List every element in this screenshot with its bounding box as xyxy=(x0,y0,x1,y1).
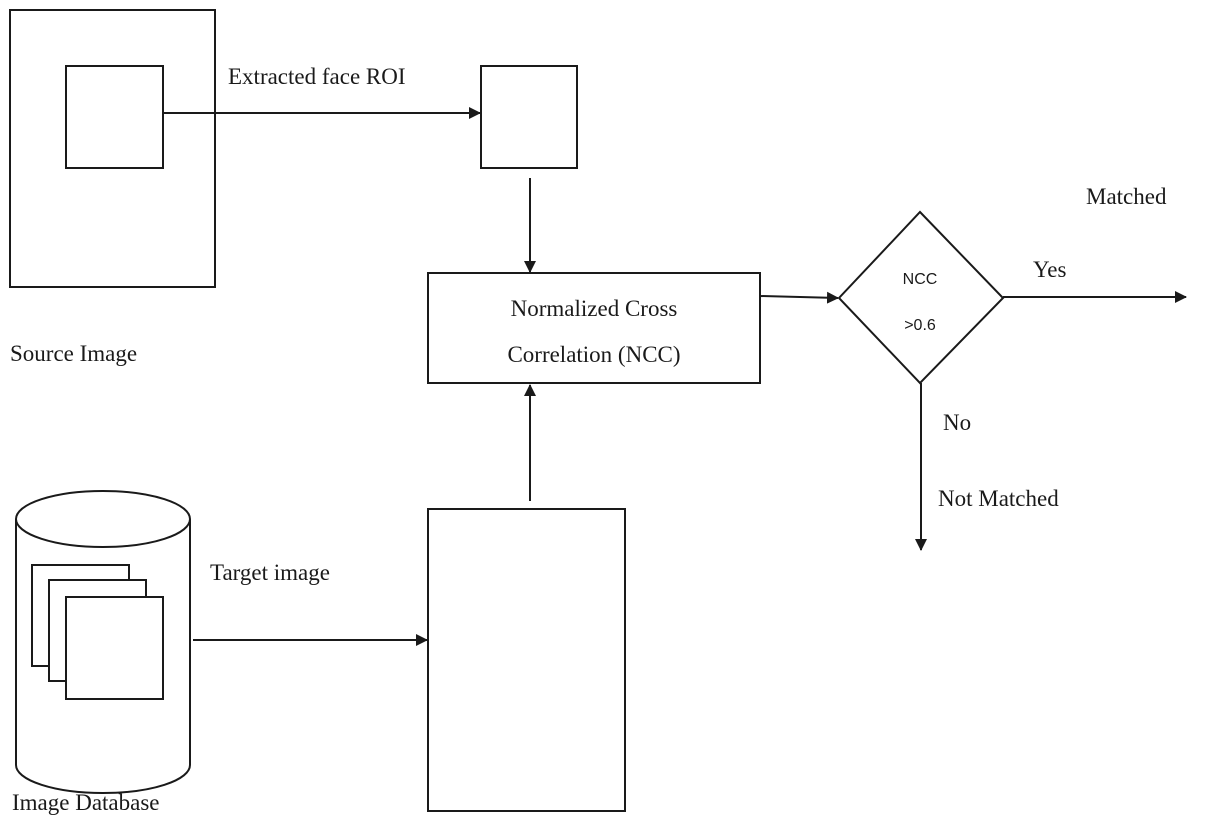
database-image-card-3 xyxy=(65,596,164,700)
ncc-to-decision-arrow xyxy=(759,291,839,304)
decision-label-line1: NCC xyxy=(903,271,938,288)
no-label: No xyxy=(943,410,971,435)
face-roi-box xyxy=(65,65,164,169)
target-image-label: Target image xyxy=(210,560,330,585)
yes-label: Yes xyxy=(1033,257,1067,282)
ncc-label-line1: Normalized Cross xyxy=(511,296,678,321)
matched-label: Matched xyxy=(1086,184,1167,209)
target-image-box xyxy=(427,508,626,812)
extracted-roi-box xyxy=(480,65,578,169)
ncc-label-line2: Correlation (NCC) xyxy=(507,342,680,367)
extracted-face-roi-label: Extracted face ROI xyxy=(228,64,406,89)
image-database-cylinder xyxy=(15,490,191,794)
decision-diamond xyxy=(837,210,1005,385)
source-image-label: Source Image xyxy=(10,341,137,366)
image-database-label: Image Database xyxy=(12,790,160,815)
decision-label-line2: >0.6 xyxy=(904,317,936,334)
database-top xyxy=(15,490,191,548)
not-matched-label: Not Matched xyxy=(938,486,1059,511)
ncc-process-box xyxy=(427,272,761,384)
